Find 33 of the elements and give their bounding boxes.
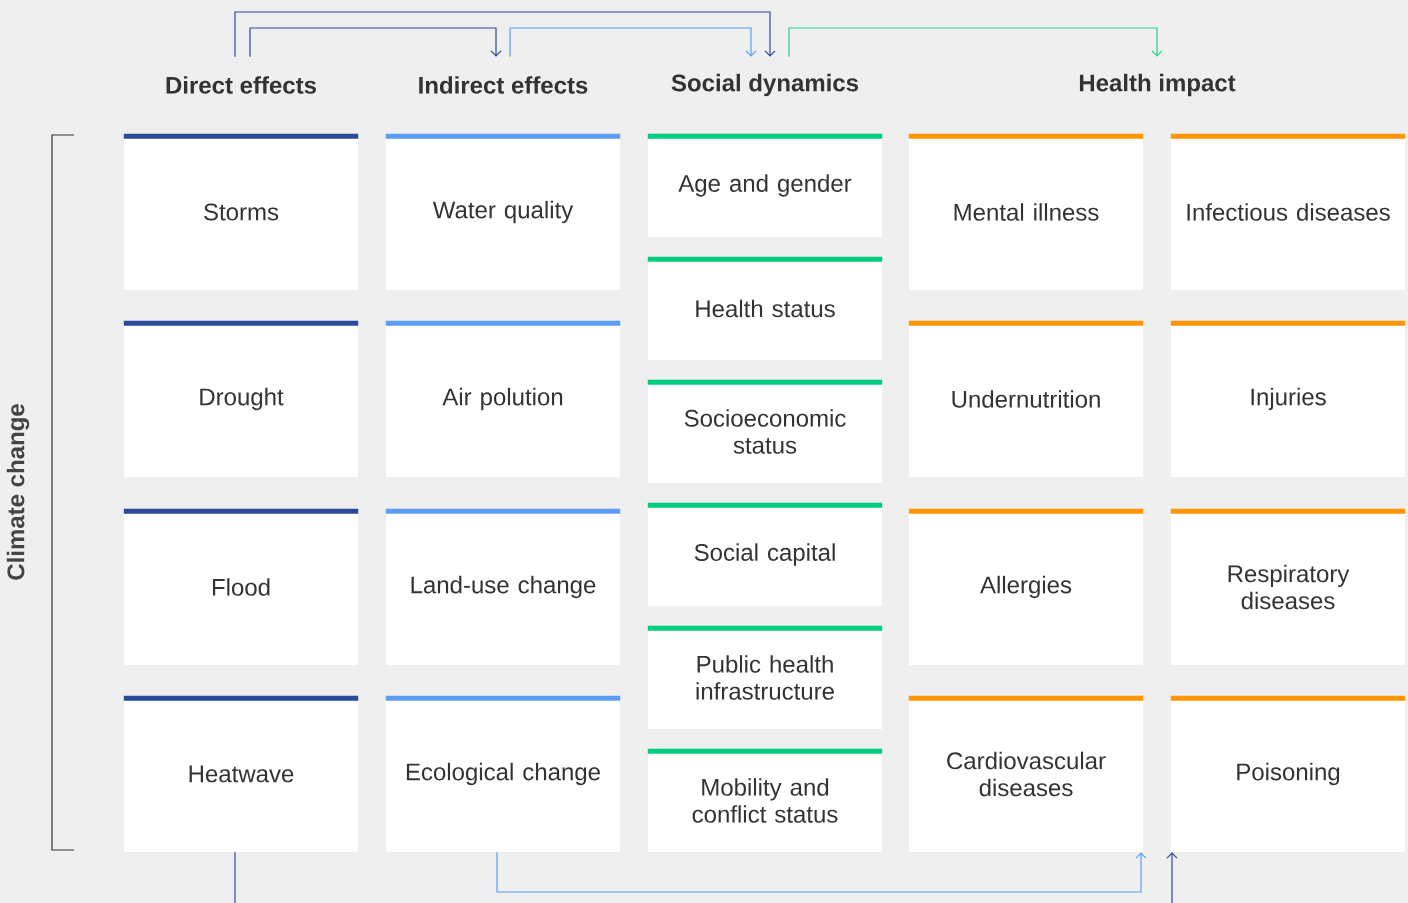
- text-box: Land-use change: [385, 508, 621, 665]
- text-box: Allergies: [908, 508, 1144, 665]
- arrow: [496, 851, 1147, 893]
- arrow: [234, 851, 1178, 903]
- arrow: [234, 11, 776, 58]
- text-box: Water quality: [385, 133, 621, 290]
- text-box: Mental illness: [908, 133, 1144, 290]
- arrow: [788, 27, 1163, 58]
- text-box: Mobility and conflict status: [647, 748, 883, 852]
- text-box: Drought: [123, 320, 359, 477]
- text-box: Heatwave: [123, 695, 359, 852]
- text-box: Poisoning: [1170, 695, 1406, 852]
- arrow: [249, 27, 502, 58]
- text-box: Age and gender: [647, 133, 883, 237]
- column-heading: Indirect effects: [419, 76, 588, 94]
- column-heading: Social dynamics: [671, 73, 859, 97]
- text-box: Infectious diseases: [1170, 133, 1406, 290]
- text-box: Undernutrition: [908, 320, 1144, 477]
- text-box: Air polution: [385, 320, 621, 477]
- text-box: Storms: [123, 133, 359, 290]
- arrow: [509, 27, 757, 58]
- text-box: Flood: [123, 508, 359, 665]
- text-box: Socioeconomic status: [647, 379, 883, 483]
- text-box: Cardiovascular diseases: [908, 695, 1144, 852]
- side-label: Climate change: [6, 404, 30, 580]
- text-box: Public health infrastructure: [647, 625, 883, 729]
- text-box: Respiratory diseases: [1170, 508, 1406, 665]
- column-heading: Direct effects: [166, 76, 316, 94]
- text-box: Ecological change: [385, 695, 621, 852]
- text-box: Injuries: [1170, 320, 1406, 477]
- column-heading: Health impact: [1079, 73, 1236, 97]
- text-box: Health status: [647, 256, 883, 360]
- text-box: Social capital: [647, 502, 883, 606]
